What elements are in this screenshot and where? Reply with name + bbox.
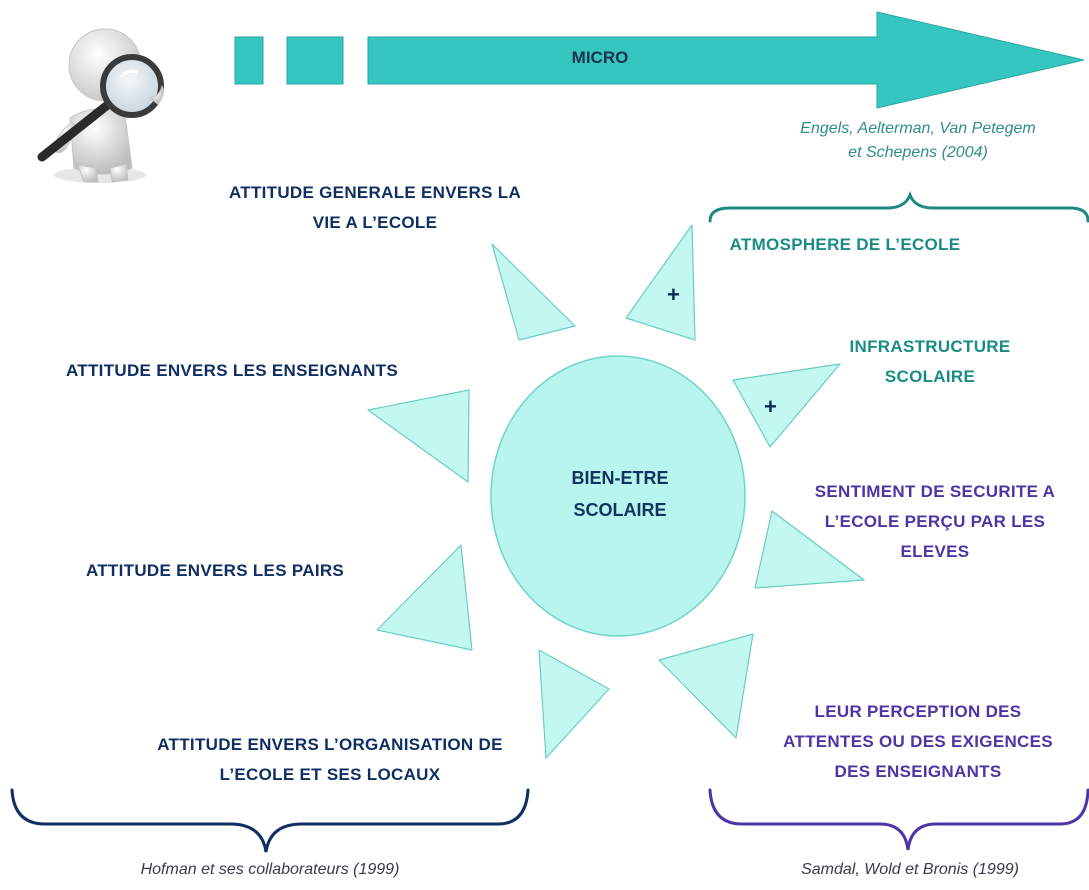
center-label-line2: SCOLAIRE bbox=[573, 500, 667, 520]
ray-upper-left bbox=[491, 243, 576, 341]
citation-engels-line2: et Schepens (2004) bbox=[848, 144, 988, 161]
arrow-label: MICRO bbox=[571, 48, 629, 67]
magnifier-person-icon bbox=[37, 28, 164, 183]
center-label: BIEN-ETRE SCOLAIRE bbox=[510, 462, 730, 526]
factor-safety-feeling-line2: L’ECOLE PERÇU PAR LES bbox=[824, 512, 1046, 531]
citation-engels: Engels, Aelterman, Van Petegem et Schepe… bbox=[750, 117, 1086, 165]
center-label-line1: BIEN-ETRE bbox=[571, 468, 669, 488]
factor-peers-attitude: ATTITUDE ENVERS LES PAIRS bbox=[40, 556, 390, 586]
factor-organisation-attitude: ATTITUDE ENVERS L’ORGANISATION DE L’ECOL… bbox=[110, 730, 550, 790]
ray-left-lower bbox=[376, 544, 473, 651]
citation-hofman: Hofman et ses collaborateurs (1999) bbox=[140, 861, 400, 878]
factor-safety-feeling-line1: SENTIMENT DE SECURITE A bbox=[814, 482, 1056, 501]
factor-general-attitude: ATTITUDE GENERALE ENVERS LA VIE A L’ECOL… bbox=[180, 178, 570, 238]
factor-school-infrastructure-line2: SCOLAIRE bbox=[884, 367, 976, 386]
factor-safety-feeling-line3: ELEVES bbox=[900, 542, 970, 561]
ray-left-upper bbox=[367, 389, 470, 483]
citation-engels-line1: Engels, Aelterman, Van Petegem bbox=[800, 120, 1036, 137]
plus-sign-infrastructure: + bbox=[764, 394, 777, 419]
ray-right-lower bbox=[754, 510, 865, 589]
factor-school-atmosphere-line1: ATMOSPHERE DE L’ECOLE bbox=[729, 235, 961, 254]
bottom-left-brace bbox=[10, 788, 530, 853]
sun-rays bbox=[367, 224, 865, 759]
plus-sign-atmosphere: + bbox=[667, 282, 680, 307]
top-right-brace bbox=[708, 190, 1089, 223]
factor-school-atmosphere: ATMOSPHERE DE L’ECOLE bbox=[700, 230, 990, 260]
factor-teacher-expectations: LEUR PERCEPTION DES ATTENTES OU DES EXIG… bbox=[748, 697, 1088, 787]
factor-teacher-expectations-line3: DES ENSEIGNANTS bbox=[834, 762, 1002, 781]
factor-school-infrastructure: INFRASTRUCTURE SCOLAIRE bbox=[830, 332, 1030, 392]
ray-top-right bbox=[625, 224, 696, 341]
citation-samdal: Samdal, Wold et Bronis (1999) bbox=[801, 861, 1019, 878]
factor-teachers-attitude: ATTITUDE ENVERS LES ENSEIGNANTS bbox=[22, 356, 442, 386]
center-circle bbox=[490, 355, 746, 637]
ray-bottom-right bbox=[658, 633, 754, 739]
factor-general-attitude-line1: ATTITUDE GENERALE ENVERS LA bbox=[228, 183, 522, 202]
factor-general-attitude-line2: VIE A L’ECOLE bbox=[312, 213, 438, 232]
factor-organisation-attitude-line1: ATTITUDE ENVERS L’ORGANISATION DE bbox=[157, 735, 503, 754]
factor-school-infrastructure-line1: INFRASTRUCTURE bbox=[849, 337, 1011, 356]
ray-bottom-left bbox=[538, 649, 610, 759]
ray-right-upper bbox=[732, 363, 841, 448]
factor-peers-attitude-line1: ATTITUDE ENVERS LES PAIRS bbox=[85, 561, 345, 580]
factor-teacher-expectations-line2: ATTENTES OU DES EXIGENCES bbox=[783, 732, 1053, 751]
micro-arrow bbox=[234, 11, 1085, 109]
bottom-right-brace bbox=[708, 788, 1089, 851]
factor-teachers-attitude-line1: ATTITUDE ENVERS LES ENSEIGNANTS bbox=[65, 361, 399, 380]
factor-teacher-expectations-line1: LEUR PERCEPTION DES bbox=[814, 702, 1022, 721]
factor-safety-feeling: SENTIMENT DE SECURITE A L’ECOLE PERÇU PA… bbox=[790, 477, 1080, 567]
factor-organisation-attitude-line2: L’ECOLE ET SES LOCAUX bbox=[219, 765, 441, 784]
